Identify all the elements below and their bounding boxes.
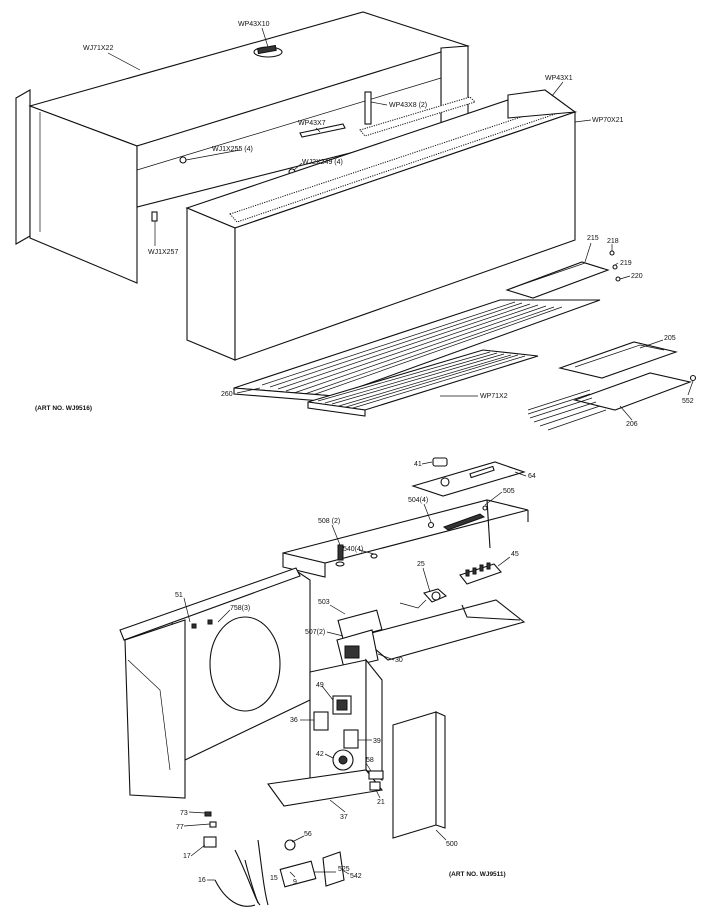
component-39 <box>343 729 359 749</box>
control-box-side <box>365 658 383 781</box>
chassis-assembly <box>119 457 529 907</box>
label-37: 37 <box>340 814 348 821</box>
label-30: 30 <box>395 657 403 664</box>
label-15: 15 <box>270 875 278 882</box>
bracket-542 <box>322 851 345 887</box>
label-wj71x22: WJ71X22 <box>83 45 113 52</box>
front-panel-gasket <box>229 103 568 223</box>
label-77: 77 <box>176 824 184 831</box>
label-58: 58 <box>366 757 374 764</box>
label-504: 504(4) <box>408 497 428 504</box>
label-wj1x255: WJ1X255 (4) <box>212 146 253 153</box>
fan-shroud-flange <box>119 567 301 641</box>
art-number-bottom: (ART NO. WJ9511) <box>449 871 506 878</box>
cabinet-left-flange <box>15 89 31 245</box>
bottom-leaders <box>183 461 527 881</box>
bottom-labels: 41 64 504(4) 505 508 (2) 540(4) 25 45 51… <box>175 461 536 886</box>
label-508: 508 (2) <box>318 518 340 525</box>
label-220: 220 <box>631 273 643 280</box>
label-45: 45 <box>511 551 519 558</box>
label-507: 507(2) <box>305 629 325 636</box>
top-labels: WP43X10 WJ71X22 WP43X1 WP43X8 (2) WP70X2… <box>35 21 694 428</box>
panel-500 <box>392 711 437 839</box>
base-tray-37 <box>267 769 384 807</box>
label-17: 17 <box>183 853 191 860</box>
filter-frame-215 <box>505 261 610 299</box>
label-758: 758(3) <box>230 605 250 612</box>
art-number-top: (ART NO. WJ9516) <box>35 405 92 412</box>
chassis-rail <box>358 599 526 661</box>
screw-wj1x255 <box>179 156 187 164</box>
label-wj1x257: WJ1X257 <box>148 249 178 256</box>
label-525: 525 <box>338 866 350 873</box>
label-218: 218 <box>607 238 619 245</box>
grommet-56 <box>284 839 296 851</box>
terminal-strip-505 <box>442 513 486 531</box>
part-58 <box>368 770 384 780</box>
label-25: 25 <box>417 561 425 568</box>
control-panel-top <box>282 499 529 564</box>
label-215: 215 <box>587 235 599 242</box>
plug-16 <box>203 836 217 848</box>
label-51: 51 <box>175 592 183 599</box>
label-206: 206 <box>626 421 638 428</box>
wp43x7-bracket <box>299 123 346 138</box>
label-wj2x249: WJ2X249 (4) <box>302 159 343 166</box>
label-wp71x2: WP71X2 <box>480 393 508 400</box>
screw-508 <box>337 544 344 561</box>
bracket-525 <box>279 860 317 888</box>
fan-orifice <box>209 616 281 712</box>
wiring-harness <box>203 811 345 907</box>
label-219: 219 <box>620 260 632 267</box>
wp43x8-bracket <box>364 91 372 125</box>
gasket-strip-top <box>359 96 476 137</box>
screw-552 <box>689 374 697 382</box>
panel-205 <box>558 341 678 379</box>
label-9: 9 <box>293 879 297 886</box>
label-42: 42 <box>316 751 324 758</box>
label-56: 56 <box>304 831 312 838</box>
label-542: 542 <box>350 873 362 880</box>
label-41: 41 <box>414 461 422 468</box>
control-plate-64 <box>411 461 526 497</box>
clip-wj1x257 <box>151 211 158 222</box>
label-wp70x21: WP70X21 <box>592 117 624 124</box>
label-wp43x1: WP43X1 <box>545 75 573 82</box>
label-16: 16 <box>198 877 206 884</box>
label-552: 552 <box>682 398 694 405</box>
label-503: 503 <box>318 599 330 606</box>
label-wp43x8: WP43X8 (2) <box>389 102 427 109</box>
label-36: 36 <box>290 717 298 724</box>
clip-73 <box>204 811 212 817</box>
label-540: 540(4) <box>343 546 363 553</box>
top-leaders <box>107 27 694 421</box>
part-21 <box>369 781 381 791</box>
label-505: 505 <box>503 488 515 495</box>
label-64: 64 <box>528 473 536 480</box>
side-plate-left <box>124 619 186 799</box>
front-panel-right-side <box>507 89 577 119</box>
front-panel-main <box>234 111 576 361</box>
label-wp43x7: WP43X7 <box>298 120 326 127</box>
knob-41 <box>432 457 448 467</box>
label-73: 73 <box>180 810 188 817</box>
label-39: 39 <box>373 738 381 745</box>
front-panel-face <box>186 207 236 361</box>
control-panel-front <box>282 552 326 578</box>
frame-206 <box>573 372 692 411</box>
clip-77 <box>209 821 217 828</box>
label-260: 260 <box>221 391 233 398</box>
label-21: 21 <box>377 799 385 806</box>
label-49: 49 <box>316 682 324 689</box>
component-36 <box>313 711 329 731</box>
cabinet-assembly <box>15 11 697 431</box>
label-205: 205 <box>664 335 676 342</box>
label-wp43x10: WP43X10 <box>238 21 270 28</box>
label-500: 500 <box>446 841 458 848</box>
